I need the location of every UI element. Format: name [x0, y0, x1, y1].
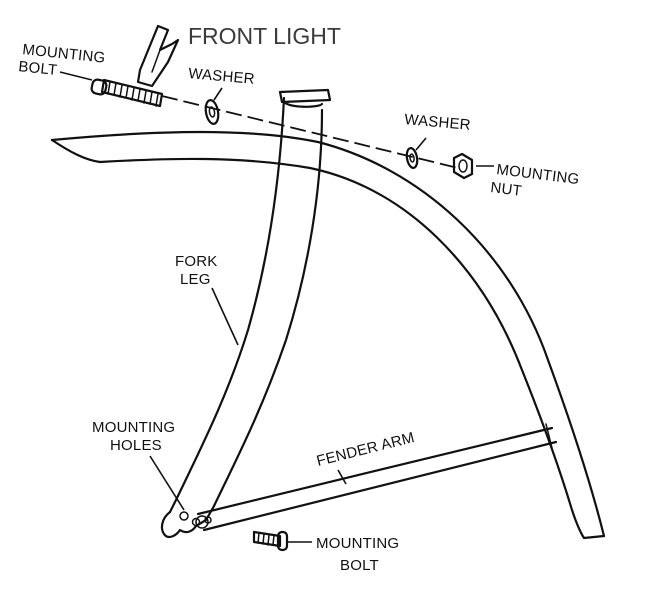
fork-leg — [160, 88, 332, 539]
assembly-axis-line — [161, 95, 459, 169]
fender-arm — [195, 423, 558, 532]
mounting-holes-label: MOUNTING HOLES — [92, 419, 175, 454]
mounting-nut-label: MOUNTING NUT — [490, 161, 581, 200]
washer-right — [405, 147, 419, 169]
bottom-mounting-bolt — [252, 530, 289, 552]
svg-text:FORK: FORK — [175, 253, 217, 270]
washer-left-label: WASHER — [188, 65, 256, 88]
fender — [50, 130, 606, 540]
fork-leg-label: FORK LEG — [175, 253, 217, 288]
top-mounting-bolt — [90, 78, 164, 108]
svg-text:MOUNTING: MOUNTING — [92, 419, 175, 436]
svg-text:BOLT: BOLT — [340, 557, 379, 574]
mounting-hole — [179, 511, 189, 521]
svg-text:LEG: LEG — [180, 271, 211, 288]
mounting-hole — [191, 517, 201, 527]
svg-text:HOLES: HOLES — [110, 437, 162, 454]
washer-right-label: WASHER — [404, 111, 472, 134]
mounting-bolt-top-label: MOUNTING BOLT — [18, 41, 107, 79]
svg-text:NUT: NUT — [490, 179, 523, 200]
mounting-nut — [452, 152, 474, 180]
washer-left — [204, 99, 220, 125]
svg-text:BOLT: BOLT — [18, 58, 58, 79]
leader-lines — [59, 71, 494, 543]
mounting-bolt-bottom-label: MOUNTING BOLT — [316, 535, 399, 574]
front-light-bracket — [136, 24, 180, 88]
front-light-label: FRONT LIGHT — [188, 23, 341, 49]
svg-text:MOUNTING: MOUNTING — [316, 535, 399, 552]
